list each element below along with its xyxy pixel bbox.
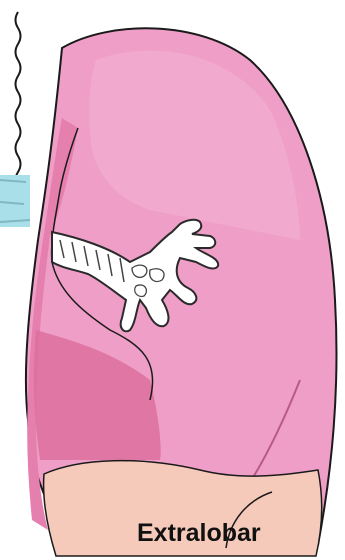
diagram-label: Extralobar xyxy=(137,519,261,547)
